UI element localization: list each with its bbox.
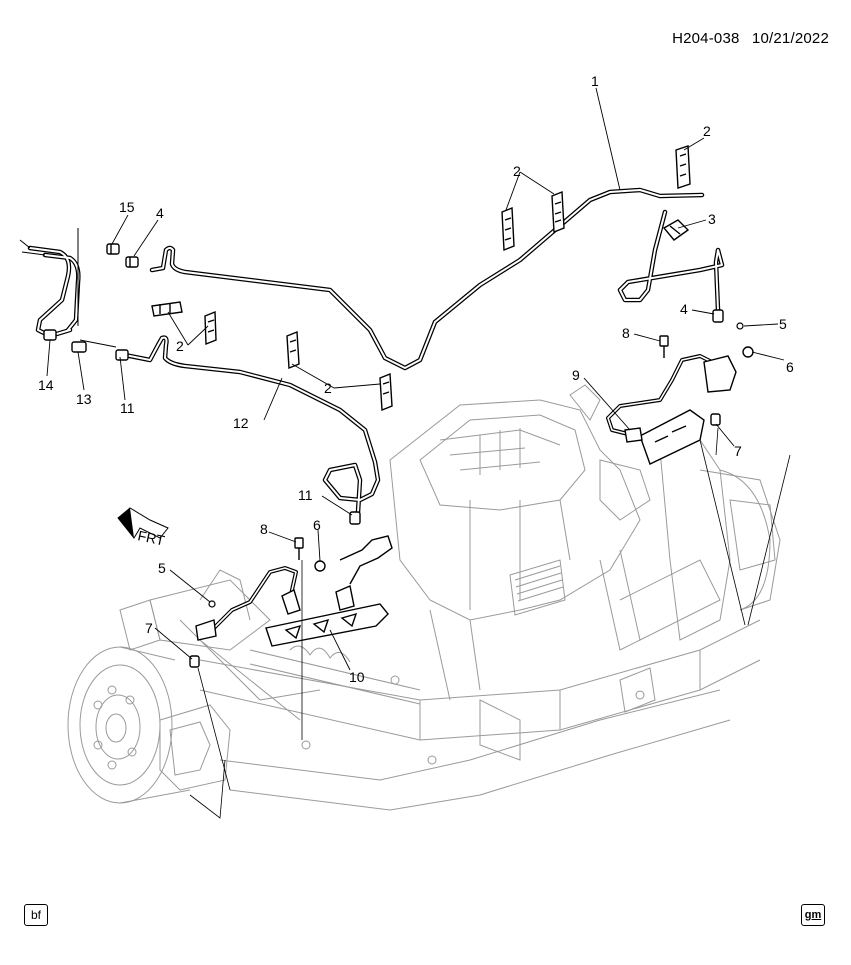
callout-2: 2 [324,380,332,396]
callout-6: 6 [786,359,794,375]
callout-labels: 1 2 2 2 2 3 4 4 5 5 6 6 7 7 8 8 9 10 11 … [38,73,794,685]
part-code: H204-038 [672,30,740,47]
fitting-11-left [115,349,129,361]
bracket-10 [195,535,393,647]
washer-5-left [208,600,216,608]
bolt-6-left [314,560,326,572]
callout-8: 8 [260,521,268,537]
gm-logo-badge: gm [801,904,825,926]
callout-12: 12 [233,415,249,431]
callout-15: 15 [119,199,135,215]
callout-2: 2 [513,163,521,179]
callout-5: 5 [158,560,166,576]
callout-5: 5 [779,316,787,332]
callout-3: 3 [708,211,716,227]
callout-7: 7 [145,620,153,636]
callout-4: 4 [680,301,688,317]
bolt-8-left [294,537,304,560]
bf-badge: bf [24,904,48,926]
front-direction-arrow: FRT [117,507,169,549]
diagram-header: H204-038 10/21/2022 [672,30,829,47]
fitting-13 [71,341,87,353]
callout-1: 1 [591,73,599,89]
clip-3 [662,219,690,241]
bracket-right [624,355,737,465]
reference-lines [189,427,791,819]
brake-pipe-12 [122,335,381,515]
diagram-date: 10/21/2022 [751,30,829,47]
bolt-7-right [710,413,721,426]
clip-2 [151,145,691,412]
fitting-4-left [125,256,139,268]
washer-5-right [736,322,744,330]
callout-9: 9 [572,367,580,383]
callout-4: 4 [156,205,164,221]
callout-13: 13 [76,391,92,407]
callout-8: 8 [622,325,630,341]
callout-11: 11 [298,487,313,503]
fitting-14 [43,329,57,341]
callout-11: 11 [120,400,135,416]
direction-label: FRT [136,527,166,548]
leader-lines [46,87,785,671]
fitting-11-center [349,511,361,525]
callout-6: 6 [313,517,321,533]
callout-10: 10 [349,669,365,685]
callout-7: 7 [734,443,742,459]
fitting-15 [106,243,120,255]
bolt-7-left [189,655,200,668]
left-hose-section [27,245,81,339]
callout-2: 2 [176,338,184,354]
bolt-8-right [659,335,669,358]
callout-14: 14 [38,377,54,393]
engine-frame-assembly [67,384,781,811]
bolt-6-right [742,346,754,358]
fitting-4-right [712,309,724,323]
callout-2: 2 [703,123,711,139]
